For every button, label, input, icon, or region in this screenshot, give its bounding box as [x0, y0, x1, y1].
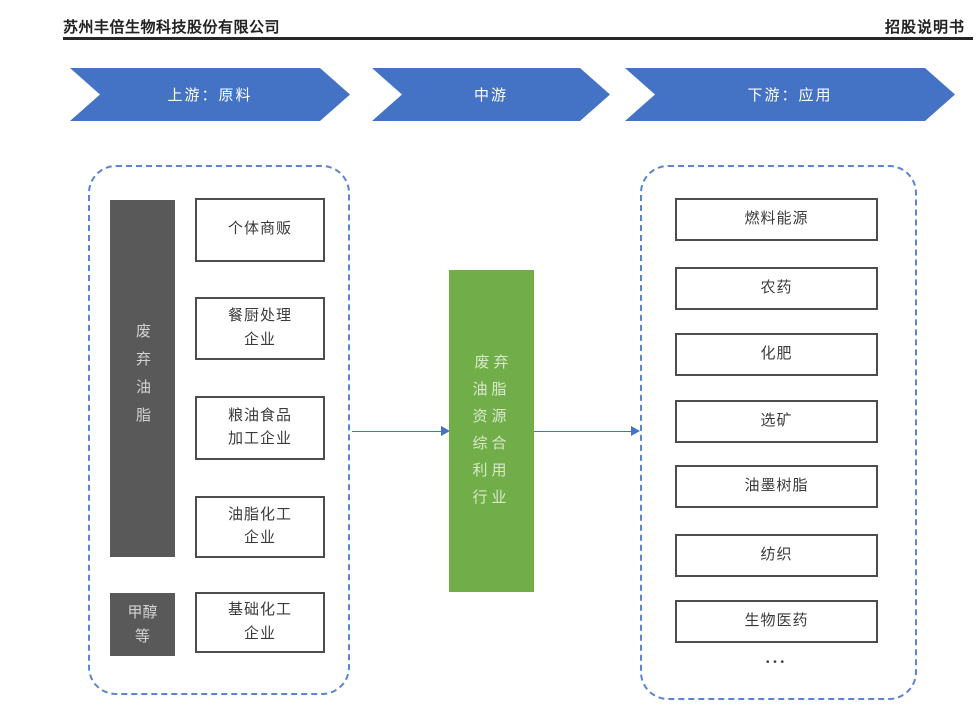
- midstream-industry-box: 废弃 油脂 资源 综合 利用 行业: [449, 270, 534, 592]
- waste-oil-bar-label: 废弃油脂: [134, 322, 150, 435]
- waste-oil-bar: 废弃油脂: [110, 200, 175, 557]
- upstream-node-kitchen-waste-companies: 餐厨处理 企业: [195, 297, 325, 360]
- arrow-midstream-to-downstream: [534, 431, 632, 432]
- banner-upstream-label: 上游：原料: [167, 88, 253, 104]
- methanol-bar: 甲醇 等: [110, 593, 175, 656]
- arrow-upstream-to-midstream: [352, 431, 442, 432]
- arrowhead-upstream-to-midstream: [441, 426, 450, 436]
- banner-midstream-label: 中游: [473, 88, 508, 104]
- downstream-more-ellipsis: ...: [765, 648, 788, 667]
- header-rule: [63, 37, 973, 40]
- upstream-node-basic-chemical-companies: 基础化工 企业: [195, 592, 325, 653]
- banner-midstream: 中游: [372, 68, 610, 121]
- downstream-node-ink-resin: 油墨树脂: [675, 465, 878, 508]
- downstream-node-biomedicine: 生物医药: [675, 600, 878, 643]
- banner-upstream: 上游：原料: [70, 68, 350, 121]
- downstream-node-textile: 纺织: [675, 534, 878, 577]
- downstream-node-fertilizer: 化肥: [675, 333, 878, 376]
- upstream-group-border: [88, 165, 350, 695]
- downstream-node-pesticide: 农药: [675, 267, 878, 310]
- downstream-node-fuel-energy: 燃料能源: [675, 198, 878, 241]
- downstream-group-border: [640, 165, 917, 700]
- arrowhead-midstream-to-downstream: [631, 426, 640, 436]
- upstream-node-grain-oil-food-companies: 粮油食品 加工企业: [195, 396, 325, 460]
- company-name: 苏州丰倍生物科技股份有限公司: [63, 20, 281, 36]
- upstream-node-oleochemical-companies: 油脂化工 企业: [195, 496, 325, 558]
- banner-downstream-label: 下游：应用: [747, 88, 833, 104]
- banner-downstream: 下游：应用: [625, 68, 955, 121]
- upstream-node-individual-vendors: 个体商贩: [195, 198, 325, 262]
- doc-title: 招股说明书: [884, 20, 965, 36]
- downstream-node-mineral-processing: 选矿: [675, 400, 878, 443]
